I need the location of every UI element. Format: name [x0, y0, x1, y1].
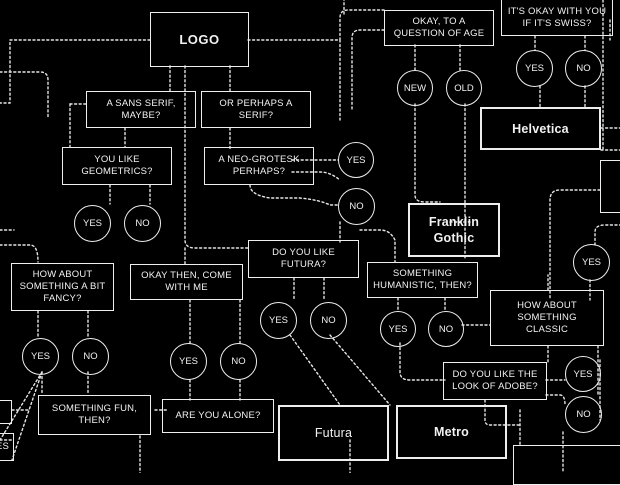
geometrics-no-circle: NO	[124, 205, 161, 242]
age-question: OKAY, TO A QUESTION OF AGE	[384, 10, 494, 46]
franklin-gothic-label: Franklin Gothic	[428, 215, 480, 245]
serif-question: OR PERHAPS A SERIF?	[201, 91, 311, 128]
metro-label: Metro	[433, 425, 470, 439]
geometrics-yes-circle: YES	[74, 205, 111, 242]
geometrics-question: YOU LIKE GEOMETRICS?	[62, 147, 172, 185]
partial-left-box-bottom: ES	[0, 433, 14, 461]
connector-lines	[0, 0, 620, 473]
come-with-me-no-circle: NO	[220, 343, 257, 380]
swiss-question: IT'S OKAY WITH YOU IF IT'S SWISS?	[501, 0, 613, 36]
fancy-no-circle: NO	[72, 338, 109, 375]
logo-node: LOGO	[150, 12, 249, 67]
age-old-circle: OLD	[446, 70, 482, 106]
neo-grotesk-question: A NEO-GROTESK PERHAPS?	[204, 147, 314, 185]
fancy-yes-circle: YES	[22, 338, 59, 375]
swiss-no-circle: NO	[565, 50, 602, 87]
futura-result: Futura	[278, 405, 389, 461]
futura-yes-circle: YES	[260, 302, 297, 339]
helvetica-label: Helvetica	[512, 121, 569, 136]
alone-question: ARE YOU ALONE?	[162, 399, 274, 433]
helvetica-result: Helvetica	[480, 107, 601, 150]
classic-yes-circle-top: YES	[573, 244, 610, 281]
classic-question: HOW ABOUT SOMETHING CLASSIC	[490, 290, 604, 346]
neo-grotesk-no-circle: NO	[338, 188, 375, 225]
age-new-circle: NEW	[397, 70, 433, 106]
futura-no-circle: NO	[310, 302, 347, 339]
adobe-yes-circle: YES	[565, 356, 601, 392]
futura-question: DO YOU LIKE FUTURA?	[248, 240, 359, 278]
come-with-me-node: OKAY THEN, COME WITH ME	[130, 264, 243, 300]
humanistic-yes-circle: YES	[380, 311, 416, 347]
futura-label: Futura	[314, 426, 353, 440]
franklin-gothic-result: Franklin Gothic	[408, 203, 500, 257]
neo-grotesk-yes-circle: YES	[338, 142, 374, 178]
swiss-yes-circle: YES	[516, 50, 553, 87]
partial-left-box-top	[0, 400, 12, 424]
come-with-me-yes-circle: YES	[170, 343, 207, 380]
fancy-question: HOW ABOUT SOMETHING A BIT FANCY?	[11, 263, 114, 311]
partial-bottom-right-box	[513, 445, 620, 485]
fun-question: SOMETHING FUN, THEN?	[38, 395, 151, 435]
adobe-no-circle: NO	[565, 396, 602, 433]
humanistic-no-circle: NO	[428, 311, 464, 347]
adobe-question: DO YOU LIKE THE LOOK OF ADOBE?	[443, 362, 547, 400]
metro-result: Metro	[396, 405, 507, 459]
humanistic-question: SOMETHING HUMANISTIC, THEN?	[367, 262, 478, 298]
partial-right-box	[600, 160, 620, 213]
sans-serif-question: A SANS SERIF, MAYBE?	[86, 91, 196, 128]
